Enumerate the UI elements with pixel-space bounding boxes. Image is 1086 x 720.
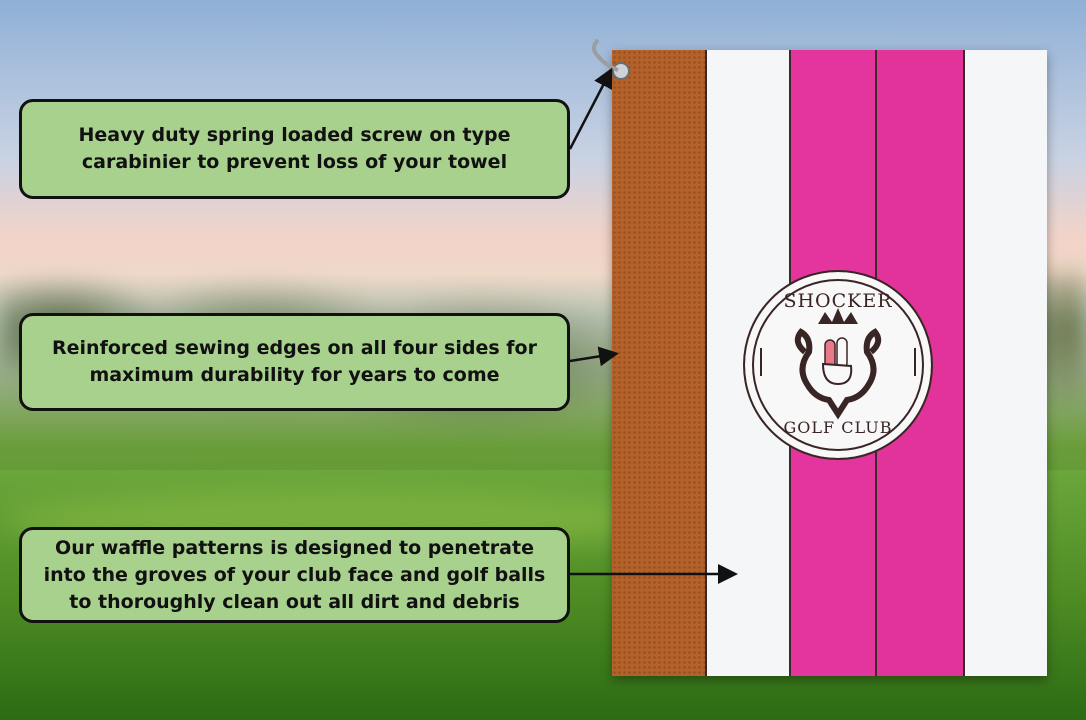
crown-hand-emblem-icon — [760, 308, 916, 420]
callout-sewing-text: Reinforced sewing edges on all four side… — [52, 337, 537, 386]
stripe-divider — [705, 50, 707, 676]
arrow-to-sewing-edge — [569, 346, 619, 367]
callout-waffle-text: Our waffle patterns is designed to penet… — [43, 536, 546, 613]
towel-stripe-white-right — [964, 50, 1047, 676]
stripe-divider — [963, 50, 965, 676]
golf-towel: SHOCKER GOLF CLUB — [612, 50, 1047, 676]
shocker-golf-club-logo: SHOCKER GOLF CLUB — [743, 270, 933, 460]
callout-sewing-edges: Reinforced sewing edges on all four side… — [19, 313, 570, 411]
metal-grommet — [612, 62, 630, 80]
arrow-to-carabiner — [568, 67, 613, 150]
carabiner-clip-icon — [592, 38, 619, 72]
towel-stripe-brown — [612, 50, 706, 676]
logo-bottom-text: GOLF CLUB — [783, 418, 893, 437]
callout-carabiner: Heavy duty spring loaded screw on type c… — [19, 99, 570, 199]
logo-top-text: SHOCKER — [783, 290, 893, 312]
callout-waffle-pattern: Our waffle patterns is designed to penet… — [19, 527, 570, 623]
callout-carabiner-text: Heavy duty spring loaded screw on type c… — [78, 124, 511, 173]
